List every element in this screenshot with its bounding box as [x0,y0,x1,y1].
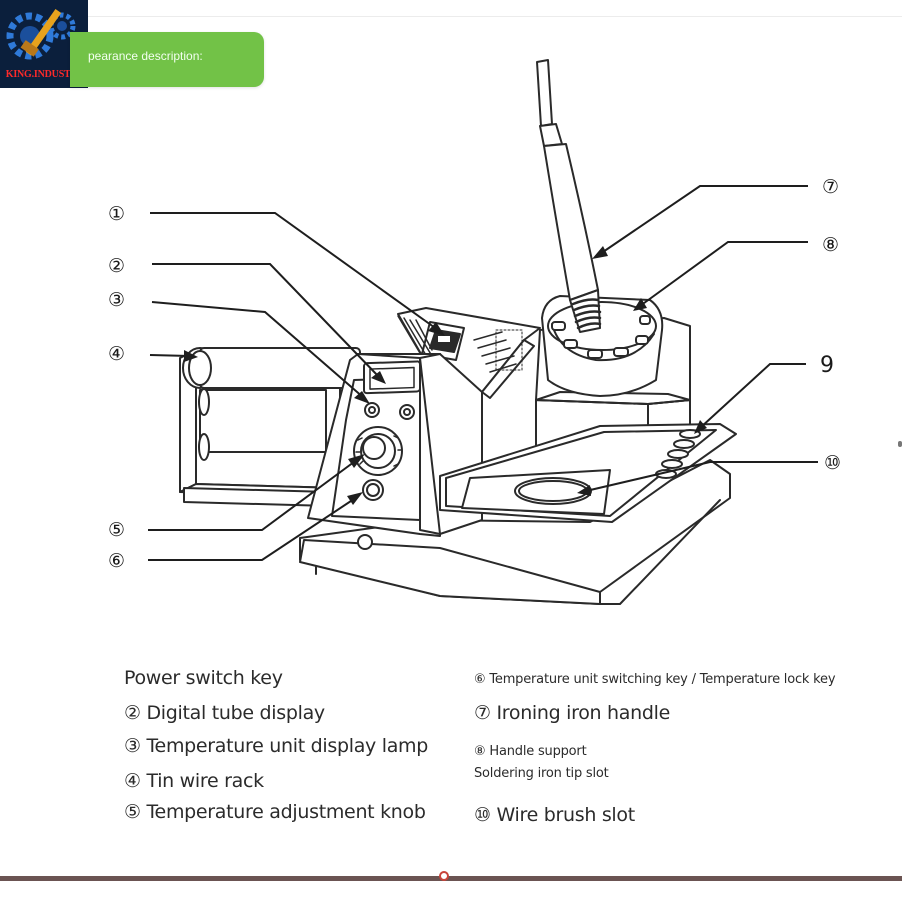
callout-9: 9 [820,353,834,378]
tin-wire-rack [179,347,361,507]
handle-support-cup [541,295,664,397]
section-banner: pearance description: [70,32,264,87]
video-progress-bar[interactable] [0,876,902,881]
legend-item-7: ⑦ Ironing iron handle [474,702,670,724]
legend-item-5: ⑤ Temperature adjustment knob [124,801,426,823]
callout-1: ① [108,203,125,225]
callout-7: ⑦ [822,176,839,198]
legend-item-8a: ⑧ Handle support [474,744,587,759]
legend-item-1: Power switch key [124,667,283,689]
logo-text: KING.INDUSTRY [5,69,85,80]
legend-item-8b: Soldering iron tip slot [474,766,609,781]
leader-lines [148,185,818,561]
edge-marker [898,441,902,447]
callout-2: ② [108,255,125,277]
callout-8: ⑧ [822,234,839,256]
legend-item-10: ⑩ Wire brush slot [474,804,635,826]
tray-area [439,423,737,523]
banner-title: pearance description: [88,49,203,63]
callout-4: ④ [108,343,125,365]
legend-item-2: ② Digital tube display [124,702,325,724]
callout-6: ⑥ [108,550,125,572]
callout-10: ⑩ [824,452,841,474]
leader-arrowheads [184,246,707,505]
top-divider [0,16,902,17]
legend-item-6: ⑥ Temperature unit switching key / Tempe… [474,672,836,687]
station-base [299,459,731,605]
legend-item-4: ④ Tin wire rack [124,770,264,792]
legend-item-3: ③ Temperature unit display lamp [124,735,429,757]
callout-5: ⑤ [108,519,125,541]
callout-3: ③ [108,289,125,311]
progress-handle[interactable] [439,871,449,881]
iron-handle [536,59,602,333]
